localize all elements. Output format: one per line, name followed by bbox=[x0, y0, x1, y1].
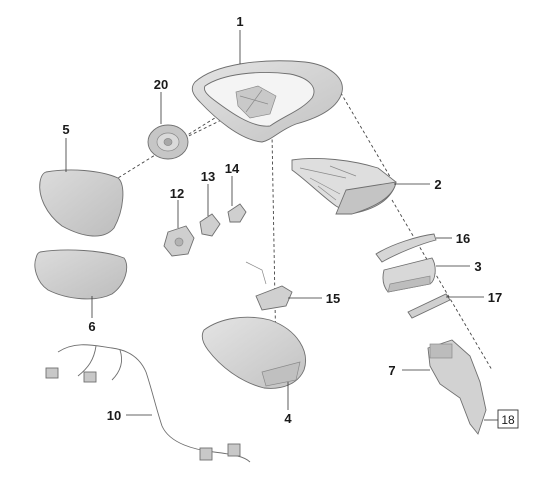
callout-4: 4 bbox=[284, 411, 292, 426]
part-15-lamp-module bbox=[245, 261, 293, 311]
callout-14: 14 bbox=[225, 161, 240, 176]
callout-2: 2 bbox=[434, 177, 441, 192]
callout-16: 16 bbox=[456, 231, 470, 246]
part-17-strip bbox=[407, 293, 451, 319]
callout-10: 10 bbox=[107, 408, 121, 423]
part-1-mirror-housing bbox=[191, 60, 343, 143]
part-13-clip bbox=[199, 213, 221, 237]
part-2-mirror-base bbox=[291, 158, 397, 215]
callout-1: 1 bbox=[236, 14, 243, 29]
part-16-trim-ring bbox=[375, 233, 437, 263]
callout-5: 5 bbox=[62, 122, 69, 137]
callout-13: 13 bbox=[201, 169, 215, 184]
leader-lines bbox=[65, 30, 498, 421]
callout-17: 17 bbox=[488, 290, 502, 305]
callout-20: 20 bbox=[154, 77, 168, 92]
callout-12: 12 bbox=[170, 186, 184, 201]
part-3-cover bbox=[382, 257, 436, 293]
callout-labels: 1 20 5 13 14 12 2 16 3 17 15 6 7 10 4 18 bbox=[62, 14, 519, 429]
part-7-fold-motor bbox=[427, 339, 487, 435]
callout-6: 6 bbox=[88, 319, 95, 334]
callout-7: 7 bbox=[388, 363, 395, 378]
part-4-lower-cover bbox=[201, 316, 306, 389]
callout-18: 18 bbox=[501, 413, 515, 427]
part-14-connector bbox=[227, 203, 247, 223]
part-5-mirror-glass bbox=[39, 169, 124, 237]
part-20-adjuster-motor bbox=[147, 124, 189, 160]
part-6-mirror-glass-alt bbox=[34, 249, 128, 300]
callout-18-box bbox=[497, 409, 519, 429]
callout-15: 15 bbox=[326, 291, 340, 306]
part-10-wiring-harness bbox=[45, 344, 251, 463]
part-12-bracket bbox=[163, 225, 195, 257]
callout-3: 3 bbox=[474, 259, 481, 274]
